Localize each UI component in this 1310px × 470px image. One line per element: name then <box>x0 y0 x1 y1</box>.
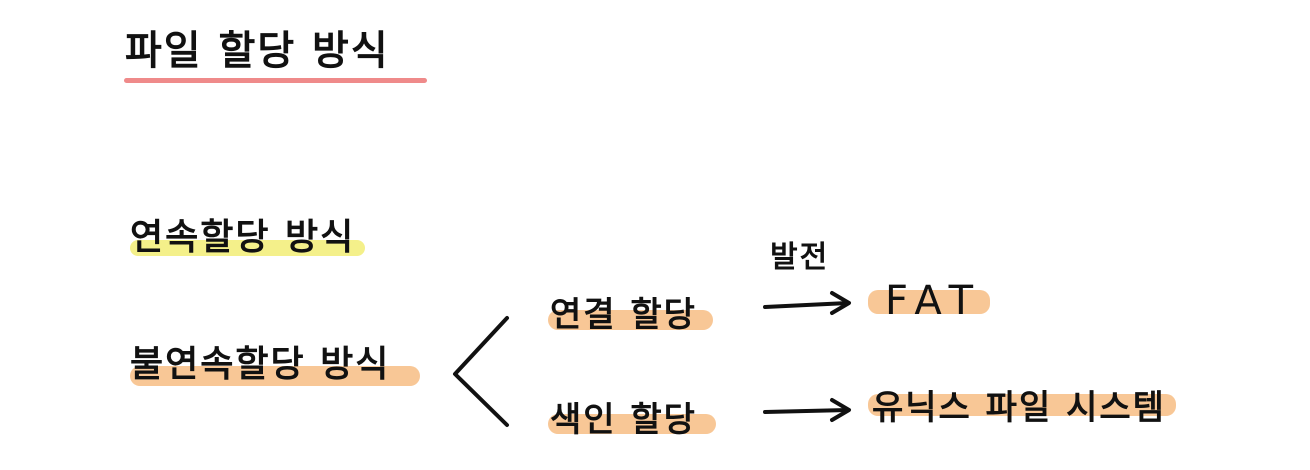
orange-highlight <box>868 290 990 314</box>
orange-highlight <box>130 366 420 386</box>
indexed-allocation-label: 색인 할당 <box>550 400 697 440</box>
linked-allocation-label: 연결 할당 <box>550 295 697 335</box>
page-title: 파일 할당 방식 <box>125 28 390 74</box>
contiguous-allocation-label: 연속할당 방식 <box>130 217 356 258</box>
noncontiguous-allocation-label: 불연속할당 방식 <box>130 344 391 385</box>
evolution-label: 발전 <box>770 240 830 275</box>
arrow-icon <box>763 398 851 422</box>
fat-label: FAT <box>885 278 984 324</box>
orange-highlight <box>868 394 1176 416</box>
orange-highlight <box>548 310 713 330</box>
unix-fs-label: 유닉스 파일 시스템 <box>872 388 1166 428</box>
yellow-highlight <box>130 240 365 256</box>
title-underline <box>124 78 427 83</box>
branch-bracket <box>453 316 509 427</box>
arrow-icon <box>763 291 851 315</box>
orange-highlight <box>548 414 716 434</box>
